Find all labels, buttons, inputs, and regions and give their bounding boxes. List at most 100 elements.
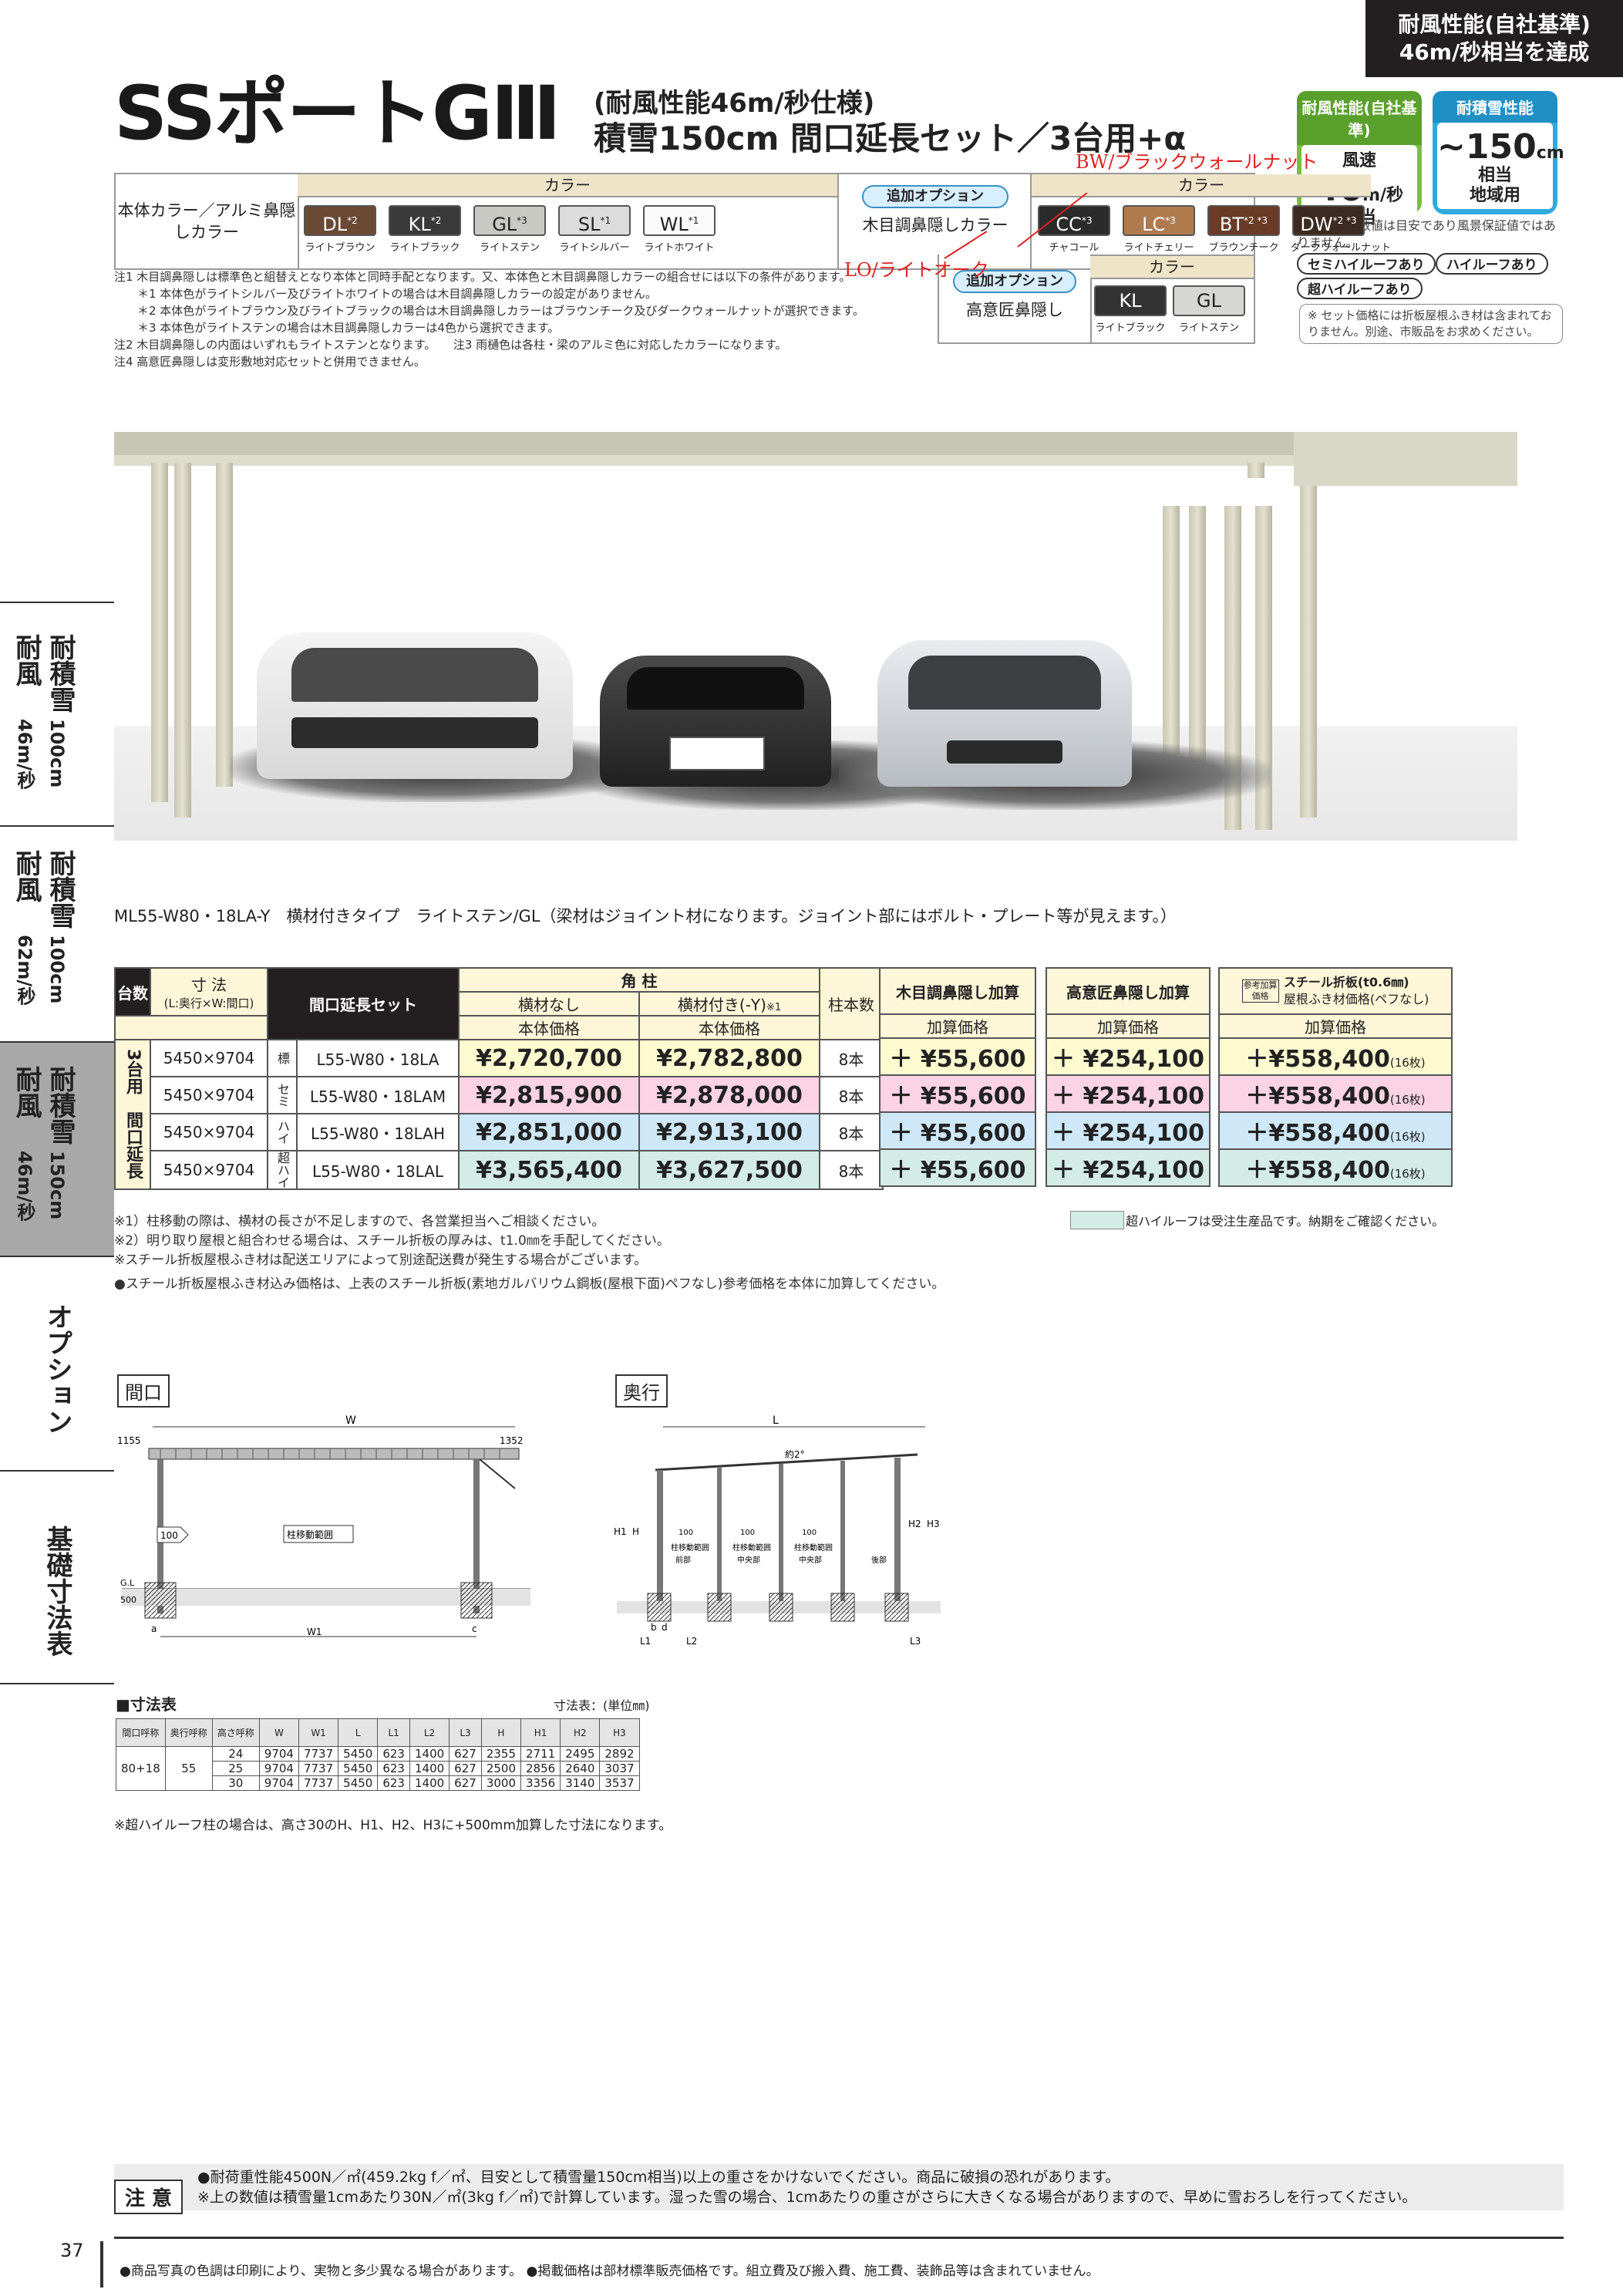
handwritten-lo-note: LO/ライトオーク xyxy=(844,259,989,281)
front-elevation-diagram: W 1155 1352 100 柱移動範囲 G.L 500 a c W1 xyxy=(117,1414,530,1637)
dim-table-unit: 寸法表：(単位㎜) xyxy=(554,1698,650,1713)
bottom-note: ●商品写真の色調は印刷により、実物と多少異なる場合があります。 ●掲載価格は部材… xyxy=(120,2264,1099,2279)
wind-performance-badge: 耐風性能(自社基準) 46m/秒相当を達成 xyxy=(1365,0,1623,77)
front-view-label: 間口 xyxy=(117,1374,170,1408)
side-tab-snow100-wind46[interactable]: 耐積雪 耐風 100cm 46m/秒 xyxy=(0,602,114,825)
svg-text:100: 100 xyxy=(678,1529,693,1537)
add-option-label: 追加オプション xyxy=(862,185,1008,208)
handwritten-arrows xyxy=(944,193,1088,259)
dim-H3: H3 xyxy=(927,1519,940,1529)
dim-table-note: ※超ハイルーフ柱の場合は、高さ30のH、H1、H2、H3に+500mm加算した寸… xyxy=(114,1818,672,1833)
snow-performance-icon: 耐積雪性能 ~150cm 相当 地域用 xyxy=(1433,91,1564,214)
body-color-label: 本体カラー／アルミ鼻隠しカラー xyxy=(116,174,299,268)
side-tab-snow100-wind62[interactable]: 耐積雪 耐風 100cm 62m/秒 xyxy=(0,825,114,1041)
dim-a: a xyxy=(151,1623,157,1634)
add-option2-label: 追加オプション xyxy=(953,270,1076,293)
group-label: 3台用 間口延長 xyxy=(114,1039,151,1190)
roof-angle: 約2° xyxy=(785,1448,805,1460)
dim-500: 500 xyxy=(120,1595,136,1605)
post xyxy=(151,463,168,802)
col-set: 間口延長セット xyxy=(267,967,460,1040)
dim-L3: L3 xyxy=(910,1636,921,1647)
design-color-header: カラー xyxy=(1090,255,1254,279)
svg-text:中央部: 中央部 xyxy=(799,1555,822,1565)
svg-text:柱移動範囲: 柱移動範囲 xyxy=(732,1542,771,1553)
svg-text:後部: 後部 xyxy=(871,1555,887,1565)
design-fascia-addon-table: 高意匠鼻隠し加算 加算価格 ＋ ¥254,100 ＋ ¥254,100 ＋ ¥2… xyxy=(1046,967,1211,1187)
dim-1352: 1352 xyxy=(500,1435,524,1446)
col-kaku: 角 柱 xyxy=(458,967,820,993)
dim-H1: H1 xyxy=(614,1526,627,1537)
dim-c: c xyxy=(472,1623,477,1634)
dim-W1: W1 xyxy=(307,1627,322,1637)
dim-H: H xyxy=(632,1526,639,1537)
product-set-title: 積雪150cm 間口延長セット／3台用+α xyxy=(594,120,1187,157)
price-footnotes: ※1）柱移動の際は、横材の長さが不足しますので、各営業担当へご相談ください。 ※… xyxy=(114,1214,945,1292)
semi-high-roof-pill: セミハイルーフあり xyxy=(1297,253,1436,275)
caution-band xyxy=(114,2164,1564,2210)
svg-text:d: d xyxy=(662,1622,668,1633)
col-posts: 柱本数 xyxy=(819,967,884,1040)
dim-1155: 1155 xyxy=(117,1435,141,1446)
dim-L2: L2 xyxy=(686,1636,697,1647)
high-roof-pill: ハイルーフあり xyxy=(1436,253,1548,275)
col-noyoko: 横材なし xyxy=(458,991,640,1017)
side-tab-snow150-wind46[interactable]: 耐積雪 耐風 150cm 46m/秒 xyxy=(0,1041,114,1256)
caution-text: ●耐荷重性能4500N／㎡(459.2kg f／㎡、目安として積雪量150cm相… xyxy=(197,2169,1417,2206)
side-elevation-diagram: L 約2° H1 H H2 H3 100 100 100 柱移動範囲 柱移動範囲… xyxy=(614,1414,941,1647)
col-body2: 本体価格 xyxy=(638,1015,820,1040)
svg-text:100: 100 xyxy=(802,1529,817,1537)
dim-L1: L1 xyxy=(640,1636,651,1647)
super-high-legend-swatch xyxy=(1070,1211,1124,1229)
caution-badge: 注 意 xyxy=(114,2180,184,2214)
side-view-label: 奥行 xyxy=(615,1374,668,1408)
svg-text:中央部: 中央部 xyxy=(737,1555,760,1565)
steel-roof-addon-table: 参考加算価格 スチール折板(t0.6㎜)屋根ふき材価格(ペフなし) 加算価格 ＋… xyxy=(1218,967,1453,1187)
price-table: 台数 寸 法(L:奥行×W:間口) 間口延長セット 角 柱 柱本数 横材なし 横… xyxy=(114,967,884,1190)
dim-H2: H2 xyxy=(908,1519,921,1529)
svg-text:b: b xyxy=(651,1622,657,1633)
svg-text:前部: 前部 xyxy=(675,1555,691,1565)
dim-W: W xyxy=(345,1414,356,1427)
side-tab-foundation[interactable]: 基礎寸法表 xyxy=(0,1470,114,1684)
svg-text:100: 100 xyxy=(740,1529,755,1537)
side-tab-options[interactable]: オプション xyxy=(0,1256,114,1470)
gl-label: G.L xyxy=(120,1578,135,1588)
product-title: SSポートGⅢ xyxy=(114,70,561,157)
dim-table-title: ■寸法表 xyxy=(116,1695,177,1714)
design-fascia-label: 高意匠鼻隠し xyxy=(966,301,1063,319)
product-photo xyxy=(114,432,1517,841)
col-units: 台数 xyxy=(114,967,151,1017)
col-size: 寸 法(L:奥行×W:間口) xyxy=(150,967,268,1017)
super-high-roof-pill: 超ハイルーフあり xyxy=(1297,278,1423,299)
color-notes: 注1 木目調鼻隠しは標準色と組替えとなり本体と同時手配となります。又、本体色と木… xyxy=(114,270,864,369)
arrow-100: 100 xyxy=(160,1530,178,1541)
svg-text:柱移動範囲: 柱移動範囲 xyxy=(794,1542,833,1553)
handwritten-bw-note: BW/ブラックウォールナット xyxy=(1076,151,1318,173)
dim-L: L xyxy=(773,1414,779,1427)
svg-text:柱移動範囲: 柱移動範囲 xyxy=(671,1542,709,1553)
page-number: 37 xyxy=(60,2240,84,2261)
wood-fascia-label: 木目調鼻隠しカラー xyxy=(862,216,1008,234)
move-range: 柱移動範囲 xyxy=(287,1529,333,1540)
product-subtitle: (耐風性能46m/秒仕様) xyxy=(594,88,875,119)
